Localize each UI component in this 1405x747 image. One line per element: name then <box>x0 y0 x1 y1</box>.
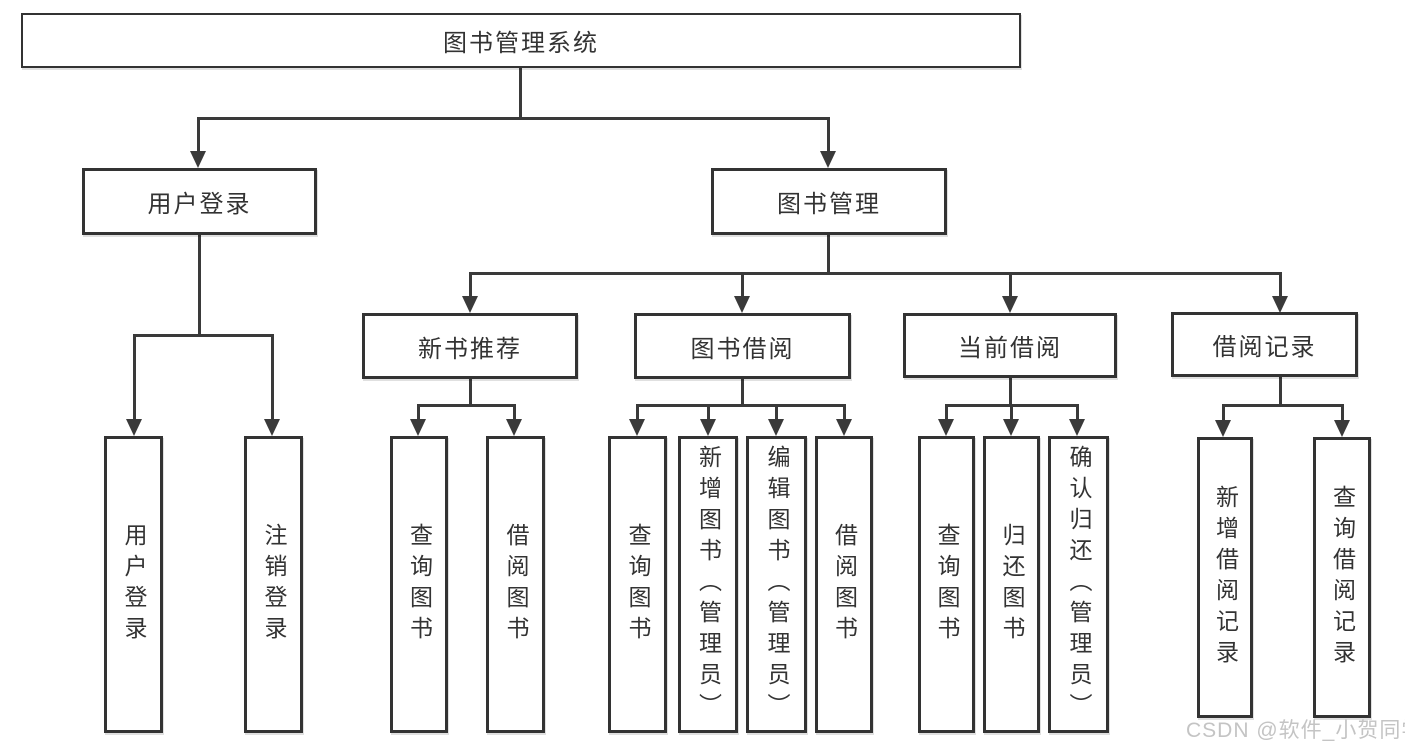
connector-line <box>469 272 472 297</box>
leaf-query-books-recommend-label: 查询图书 <box>406 522 433 647</box>
leaf-logout-label: 注销登录 <box>261 522 287 647</box>
arrow-down-icon <box>126 419 142 436</box>
arrow-down-icon <box>410 419 426 436</box>
connector-line <box>827 117 830 152</box>
node-book-management: 图书管理 <box>711 168 947 235</box>
node-borrow-records: 借阅记录 <box>1171 312 1358 377</box>
leaf-confirm-return-admin: 确认归还（管理员） <box>1048 436 1109 733</box>
node-user-login-label: 用户登录 <box>147 191 252 218</box>
arrow-down-icon <box>1003 419 1019 436</box>
connector-line <box>707 404 710 420</box>
connector-line <box>519 68 522 118</box>
arrow-down-icon <box>1215 420 1231 437</box>
connector-line <box>417 404 516 407</box>
connector-line <box>1009 378 1012 407</box>
connector-line <box>636 404 846 407</box>
connector-line <box>1010 404 1013 420</box>
leaf-borrow-books-borrow-label: 借阅图书 <box>831 522 858 647</box>
connector-line <box>417 404 420 420</box>
node-root-label: 图书管理系统 <box>443 30 599 57</box>
connector-line <box>1279 272 1282 297</box>
node-current-borrow-label: 当前借阅 <box>958 335 1062 362</box>
connector-line <box>197 117 830 120</box>
arrow-down-icon <box>1272 296 1288 313</box>
node-borrow-records-label: 借阅记录 <box>1212 334 1317 361</box>
arrow-down-icon <box>1334 420 1350 437</box>
csdn-watermark: CSDN @软件_小贺同学 <box>1186 719 1405 742</box>
arrow-down-icon <box>629 419 645 436</box>
arrow-down-icon <box>1069 419 1085 436</box>
node-book-management-label: 图书管理 <box>777 191 881 218</box>
arrow-down-icon <box>820 151 836 168</box>
arrow-down-icon <box>462 296 478 313</box>
leaf-add-borrow-record: 新增借阅记录 <box>1197 437 1253 718</box>
connector-line <box>636 404 639 420</box>
leaf-confirm-return-admin-label: 确认归还（管理员） <box>1066 445 1092 724</box>
connector-line <box>1222 404 1344 407</box>
leaf-borrow-books-recommend: 借阅图书 <box>486 436 545 733</box>
node-book-borrow-label: 图书借阅 <box>690 335 795 363</box>
leaf-query-borrow-record: 查询借阅记录 <box>1313 437 1371 718</box>
arrow-down-icon <box>734 296 750 313</box>
arrow-down-icon <box>836 419 852 436</box>
leaf-borrow-books-recommend-label: 借阅图书 <box>503 522 529 647</box>
connector-line <box>133 334 136 420</box>
node-root: 图书管理系统 <box>21 13 1021 68</box>
leaf-edit-book-admin: 编辑图书（管理员） <box>746 436 807 733</box>
connector-line <box>1279 377 1282 407</box>
leaf-edit-book-admin-label: 编辑图书（管理员） <box>764 445 790 724</box>
connector-line <box>827 235 830 275</box>
connector-line <box>271 334 274 420</box>
arrow-down-icon <box>1002 296 1018 313</box>
connector-line <box>198 235 201 337</box>
node-current-borrow: 当前借阅 <box>903 313 1117 378</box>
node-new-book-recommend: 新书推荐 <box>362 313 578 379</box>
connector-line <box>469 272 1282 275</box>
leaf-return-book-label: 归还图书 <box>999 522 1025 647</box>
connector-line <box>513 404 516 420</box>
connector-line <box>741 379 744 407</box>
connector-line <box>1009 272 1012 297</box>
leaf-query-borrow-record-label: 查询借阅记录 <box>1329 484 1356 671</box>
leaf-user-login: 用户登录 <box>104 436 163 733</box>
leaf-return-book: 归还图书 <box>983 436 1040 733</box>
node-book-borrow: 图书借阅 <box>634 313 851 379</box>
connector-line <box>843 404 846 420</box>
leaf-query-books-current-label: 查询图书 <box>934 522 960 647</box>
leaf-query-books-recommend: 查询图书 <box>390 436 448 733</box>
connector-line <box>775 404 778 420</box>
connector-line <box>741 272 744 297</box>
node-user-login: 用户登录 <box>82 168 317 235</box>
leaf-logout: 注销登录 <box>244 436 303 733</box>
node-new-book-recommend-label: 新书推荐 <box>418 335 522 363</box>
arrow-down-icon <box>768 419 784 436</box>
leaf-query-books-current: 查询图书 <box>918 436 975 733</box>
connector-line <box>945 404 948 420</box>
connector-line <box>133 334 274 337</box>
arrow-down-icon <box>264 419 280 436</box>
leaf-add-book-admin: 新增图书（管理员） <box>678 436 738 733</box>
connector-line <box>1341 404 1344 421</box>
arrow-down-icon <box>506 419 522 436</box>
arrow-down-icon <box>190 151 206 168</box>
leaf-add-borrow-record-label: 新增借阅记录 <box>1212 484 1239 671</box>
arrow-down-icon <box>938 419 954 436</box>
leaf-query-books-borrow: 查询图书 <box>608 436 667 733</box>
connector-line <box>1222 404 1225 421</box>
arrow-down-icon <box>700 419 716 436</box>
connector-line <box>469 379 472 407</box>
leaf-borrow-books-borrow: 借阅图书 <box>815 436 873 733</box>
leaf-add-book-admin-label: 新增图书（管理员） <box>695 445 722 724</box>
connector-line <box>1076 404 1079 420</box>
leaf-user-login-label: 用户登录 <box>121 522 147 647</box>
connector-line <box>197 117 200 152</box>
leaf-query-books-borrow-label: 查询图书 <box>625 522 651 647</box>
